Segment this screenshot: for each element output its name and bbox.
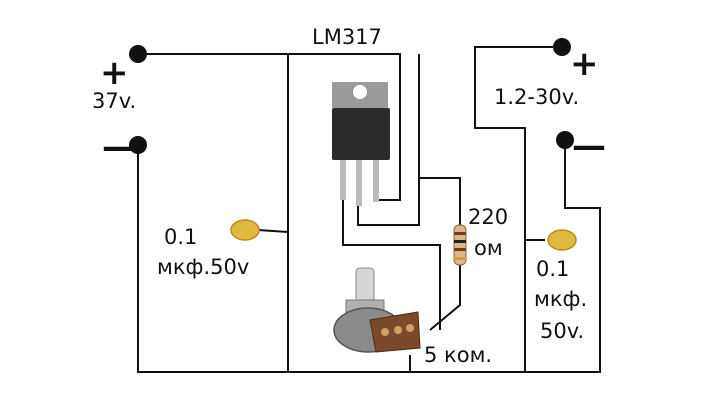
regulator-body <box>332 108 390 160</box>
capacitor-in <box>230 219 260 241</box>
pot-value: 5 ком. <box>424 343 492 367</box>
cin-lead <box>257 229 289 233</box>
input-voltage: 37v. <box>92 89 136 113</box>
cap-in-rating: мкф.50v <box>157 255 249 279</box>
resistor-unit: ом <box>474 236 503 260</box>
regulator-pin-in <box>373 160 379 202</box>
output-voltage: 1.2-30v. <box>494 85 579 109</box>
potentiometer <box>333 267 421 353</box>
capacitor-in-body <box>230 219 260 241</box>
terminal-out-minus <box>556 131 574 149</box>
terminal-in-plus <box>129 45 147 63</box>
wire-resistor-to-pot <box>429 265 461 331</box>
cap-in-value: 0.1 <box>164 225 197 249</box>
wire-to-resistor <box>419 177 461 225</box>
pot-pin-2 <box>394 326 402 334</box>
regulator-label: LM317 <box>312 25 382 49</box>
input-minus-sign: — <box>102 127 136 167</box>
capacitor-out <box>547 229 577 251</box>
resistor-band-3 <box>454 248 466 251</box>
cap-out-value: 0.1 <box>536 257 569 281</box>
cap-out-unit: мкф. <box>534 287 587 311</box>
terminal-out-plus <box>553 38 571 56</box>
resistor-band-4 <box>454 257 466 260</box>
lm317-regulator <box>332 82 390 206</box>
resistor-band-2 <box>454 240 466 243</box>
input-plus-sign: + <box>100 53 129 93</box>
regulator-pin-out <box>356 160 362 206</box>
regulator-pin-adj <box>340 160 346 200</box>
output-minus-sign: — <box>572 126 606 166</box>
cap-out-rating: 50v. <box>540 319 584 343</box>
regulator-tab-hole <box>353 85 367 99</box>
wire-vout <box>474 46 562 372</box>
resistor-band-1 <box>454 232 466 235</box>
resistor-value: 220 <box>468 205 508 229</box>
resistor-220 <box>453 224 467 266</box>
capacitor-out-body <box>547 229 577 251</box>
terminal-in-minus <box>129 136 147 154</box>
wire-adj <box>342 160 441 330</box>
wire-ground-rail <box>137 145 525 373</box>
pot-pin-1 <box>381 328 389 336</box>
wiring <box>137 46 601 373</box>
pot-pin-3 <box>406 324 414 332</box>
wire-out-ground <box>525 140 601 373</box>
output-plus-sign: + <box>570 44 599 84</box>
